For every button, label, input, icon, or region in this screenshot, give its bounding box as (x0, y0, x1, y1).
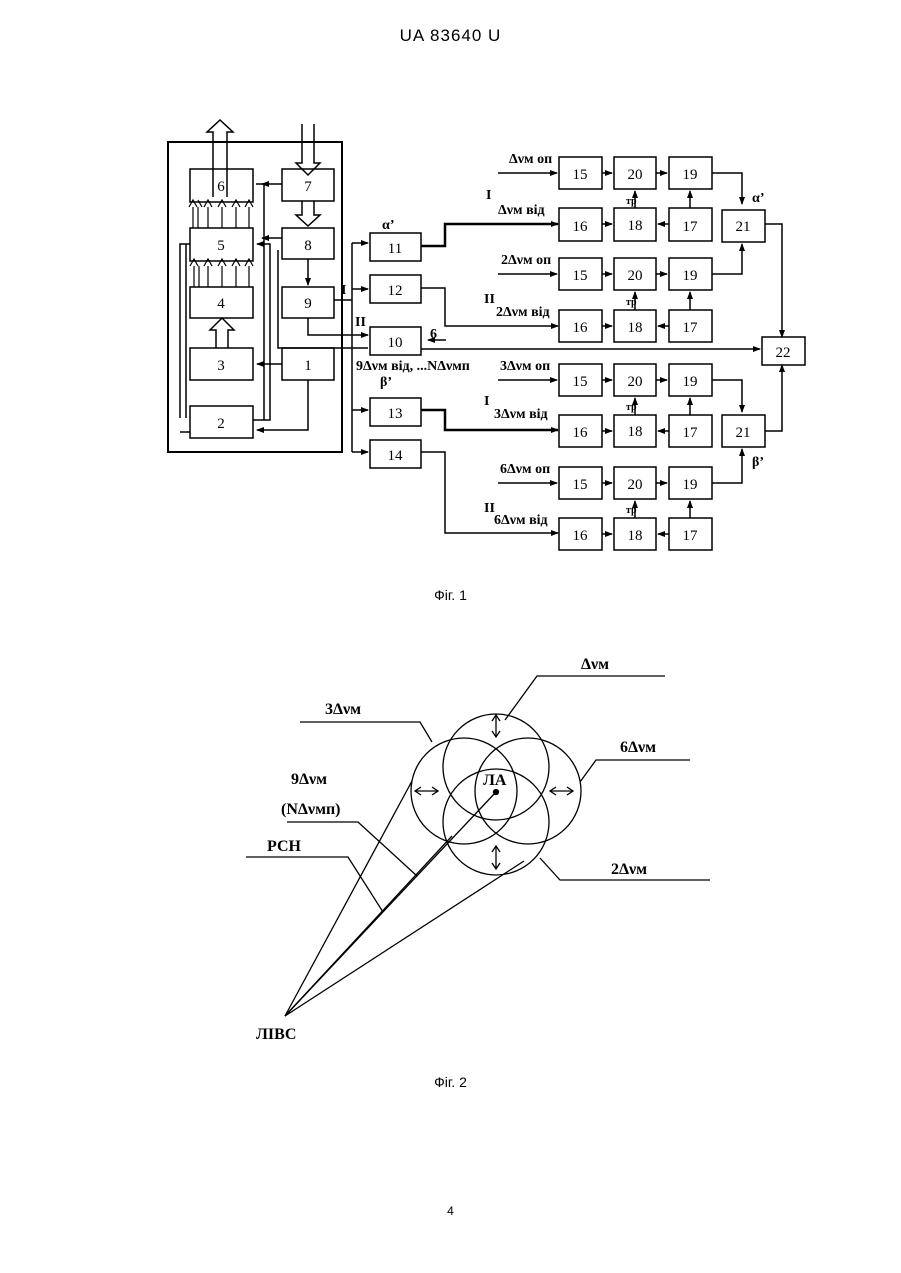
block-number: 6 (217, 179, 225, 195)
six-label: 6 (430, 327, 437, 342)
libs-label: ЛІВС (256, 1026, 296, 1043)
block-number: 19 (683, 268, 698, 284)
nine-dv-label: 9Δνм (291, 771, 327, 788)
block-number: 10 (388, 335, 403, 351)
block-number: 19 (683, 374, 698, 390)
block-number: 17 (683, 320, 699, 336)
block-number: 2 (217, 416, 225, 432)
row4-meas-label: 6Δνм від (494, 513, 548, 528)
roman-ii-label: II (355, 315, 366, 330)
block-number: 20 (628, 374, 643, 390)
row2-meas-label: 2Δνм від (496, 305, 550, 320)
block-number: 20 (628, 268, 643, 284)
block-number: 14 (388, 448, 404, 464)
la-label: ЛА (483, 772, 507, 789)
block-number: 15 (573, 477, 588, 493)
alpha-out-label: α’ (752, 191, 764, 206)
block-number: 1 (304, 358, 312, 374)
tr-label: тр (626, 505, 637, 516)
block-number: 15 (573, 268, 588, 284)
three-dv-label: 3Δνм (325, 701, 361, 718)
block-number: 15 (573, 374, 588, 390)
row3-meas-label: 3Δνм від (494, 407, 548, 422)
two-dv-label: 2Δνм (611, 861, 647, 878)
block-number: 17 (683, 219, 699, 235)
tr-label: тр (626, 297, 637, 308)
block-number: 22 (776, 345, 791, 361)
block-number: 16 (573, 528, 589, 544)
row1-roman: I (486, 188, 491, 203)
row1-meas-label: Δνм від (498, 203, 545, 218)
block-number: 15 (573, 167, 588, 183)
row3-roman: I (484, 394, 489, 409)
block-number: 17 (683, 425, 699, 441)
row4-ref-label: 6Δνм оп (500, 462, 550, 477)
block-number: 5 (217, 238, 225, 254)
block-number: 16 (573, 219, 589, 235)
beta-out-label: β’ (752, 455, 764, 470)
block-number: 11 (388, 241, 402, 257)
row3-ref-label: 3Δνм оп (500, 359, 550, 374)
block-number: 13 (388, 406, 403, 422)
fig2-labels: Δνм 3Δνм 6Δνм 9Δνм (NΔνмп) 2Δνм РСН ЛА Л… (256, 656, 656, 1043)
row2-ref-label: 2Δνм оп (501, 253, 551, 268)
block-number: 16 (573, 425, 589, 441)
six-dv-label: 6Δνм (620, 739, 656, 756)
block-number: 18 (628, 528, 643, 544)
block-number: 21 (736, 219, 751, 235)
block-number: 9 (304, 296, 312, 312)
rsn-label: РСН (267, 838, 302, 855)
page-number: 4 (0, 1204, 901, 1218)
mid-range-label: 9Δνм від, ...NΔνмп (356, 359, 470, 374)
block-number: 8 (304, 238, 312, 254)
block-number: 19 (683, 167, 698, 183)
n-dv-label: (NΔνмп) (281, 801, 341, 818)
block-number: 4 (217, 296, 225, 312)
block-number: 20 (628, 477, 643, 493)
fig1-diagram (168, 120, 805, 550)
row2-roman: II (484, 292, 495, 307)
fig1-caption: Фіг. 1 (0, 587, 901, 603)
alpha-label: α’ (382, 218, 394, 233)
dv-label: Δνм (581, 656, 609, 673)
block-number: 3 (217, 358, 225, 374)
block-number: 21 (736, 425, 751, 441)
block-number: 20 (628, 167, 643, 183)
block-number: 18 (628, 424, 643, 440)
fig2-caption: Фіг. 2 (0, 1074, 901, 1090)
row1-ref-label: Δνм оп (509, 152, 552, 167)
block-number: 12 (388, 283, 403, 299)
block-number: 16 (573, 320, 589, 336)
block-number: 18 (628, 320, 643, 336)
block-number: 7 (304, 179, 312, 195)
tr-label: тр (626, 196, 637, 207)
roman-i-label: I (341, 283, 346, 298)
block-number: 18 (628, 218, 643, 234)
block-number: 17 (683, 528, 699, 544)
block-number: 19 (683, 477, 698, 493)
beta-label: β’ (380, 375, 392, 390)
tr-label: тр (626, 402, 637, 413)
fig2-diagram (246, 676, 710, 1016)
